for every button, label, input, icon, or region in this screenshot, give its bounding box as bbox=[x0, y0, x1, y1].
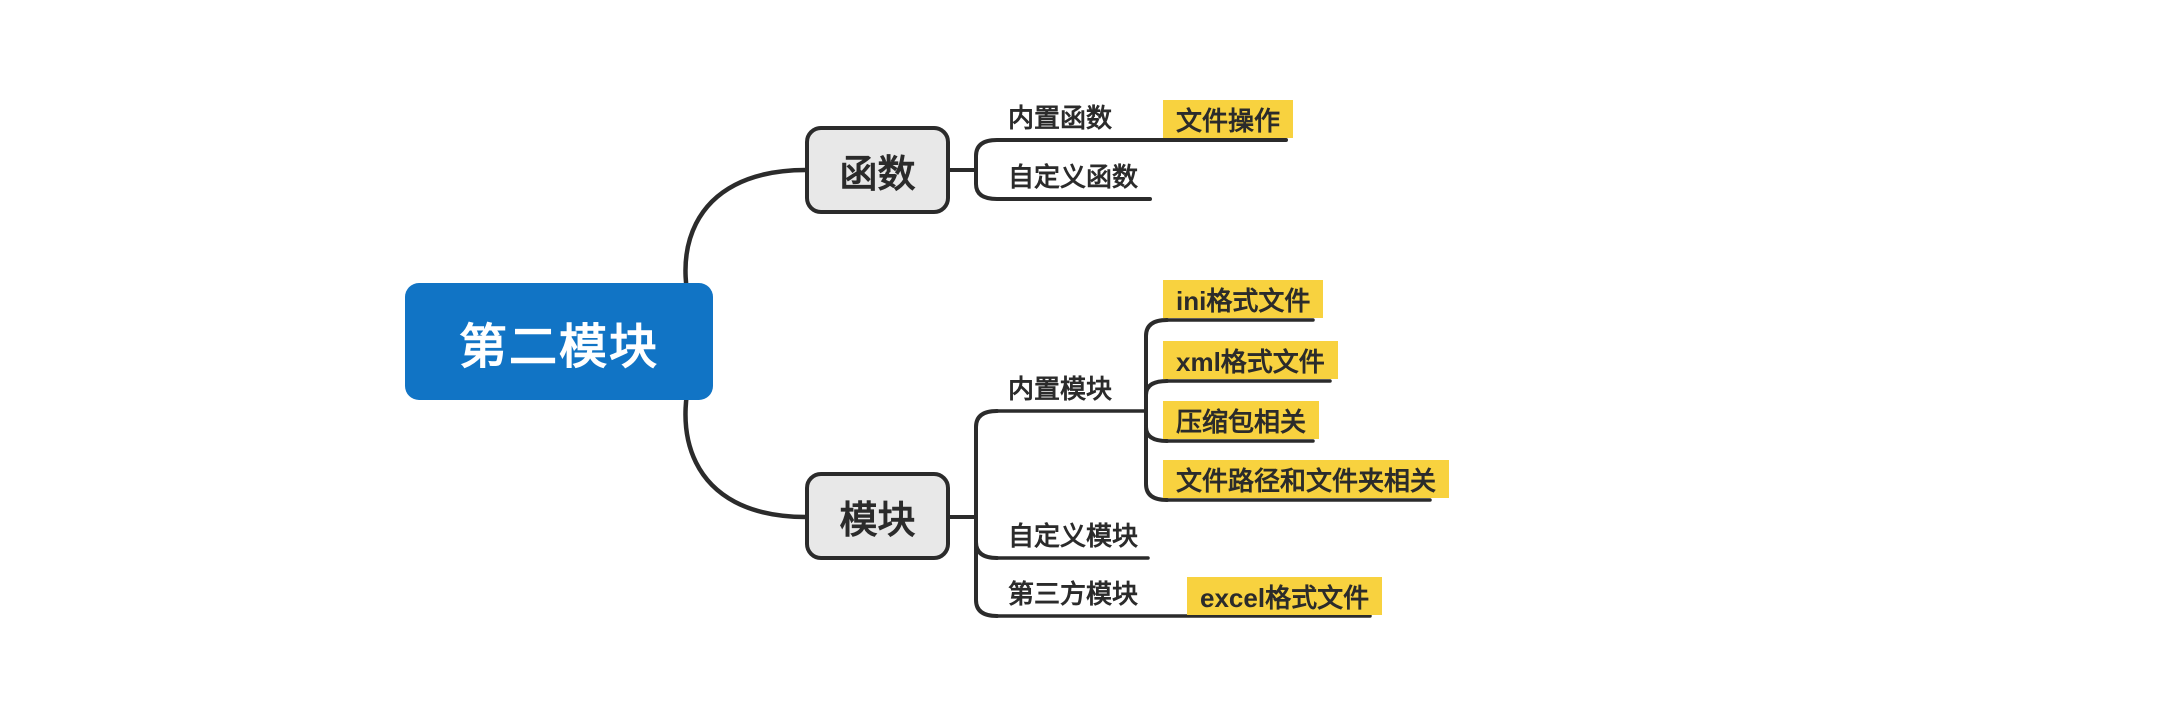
leaf-topic-excel-format[interactable]: excel格式文件 bbox=[1187, 577, 1383, 615]
subtopic-thirdparty-modules[interactable]: 第三方模块 bbox=[1008, 579, 1139, 609]
subtopic-builtin-functions[interactable]: 内置函数 bbox=[1008, 103, 1113, 133]
edge-builtin-elbow-xml bbox=[1144, 379, 1169, 397]
leaf-topic-ini-format[interactable]: ini格式文件 bbox=[1163, 280, 1324, 318]
branch-topic-functions[interactable]: 函数 bbox=[805, 126, 950, 214]
subtopic-custom-modules[interactable]: 自定义模块 bbox=[1008, 521, 1139, 551]
edge-builtin-bracket bbox=[1144, 318, 1169, 502]
edge-modules-bracket bbox=[974, 409, 999, 618]
edge-modules-elbow-custom bbox=[974, 540, 999, 560]
edge-functions-bracket bbox=[974, 138, 1288, 201]
leaf-topic-file-operations[interactable]: 文件操作 bbox=[1163, 100, 1294, 138]
edge-builtin-elbow-zip bbox=[1144, 425, 1169, 443]
leaf-topic-zip-related[interactable]: 压缩包相关 bbox=[1163, 401, 1320, 439]
branch-topic-modules[interactable]: 模块 bbox=[805, 472, 950, 560]
root-topic[interactable]: 第二模块 bbox=[405, 283, 713, 400]
subtopic-builtin-modules[interactable]: 内置模块 bbox=[1008, 374, 1113, 404]
leaf-topic-filepath-folder[interactable]: 文件路径和文件夹相关 bbox=[1163, 460, 1450, 498]
leaf-topic-xml-format[interactable]: xml格式文件 bbox=[1163, 341, 1338, 379]
subtopic-custom-functions[interactable]: 自定义函数 bbox=[1008, 162, 1139, 192]
